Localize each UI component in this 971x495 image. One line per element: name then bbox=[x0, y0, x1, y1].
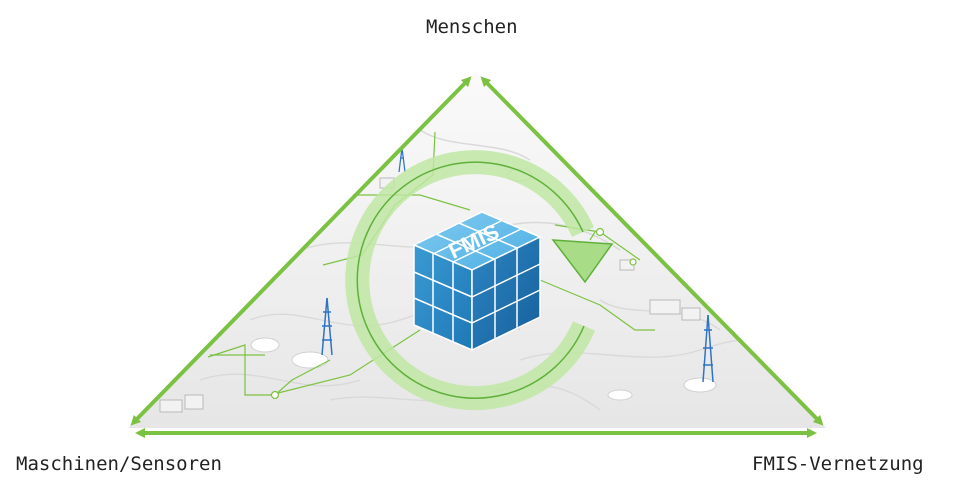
fmis-cube: FMIS bbox=[413, 211, 541, 351]
vertex-label-people: Menschen bbox=[426, 16, 518, 38]
cycle-arrow-icon bbox=[345, 150, 614, 411]
vertex-label-machines-sensors: Maschinen/Sensoren bbox=[16, 453, 222, 475]
vertex-label-fmis-network: FMIS-Vernetzung bbox=[752, 453, 924, 475]
triangle-frame bbox=[130, 76, 824, 438]
